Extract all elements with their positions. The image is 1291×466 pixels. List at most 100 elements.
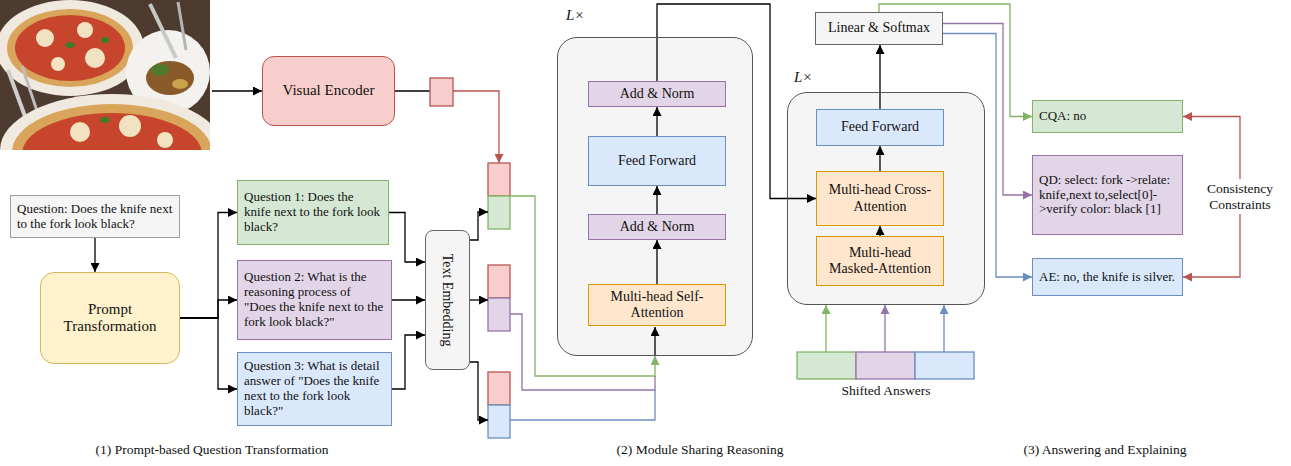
photo-detail bbox=[12, 104, 210, 150]
answer-box: CQA: no bbox=[1032, 100, 1183, 133]
question-box: Question 3: What is detail answer of "Do… bbox=[237, 352, 392, 426]
connector bbox=[879, 146, 880, 171]
section-caption: (2) Module Sharing Reasoning bbox=[580, 442, 820, 458]
answer-arrow bbox=[825, 305, 826, 352]
connector bbox=[879, 226, 880, 236]
stack-fill bbox=[558, 38, 752, 355]
attention-box: Multi-head Cross-Attention bbox=[816, 171, 944, 226]
answer-box: AE: no, the knife is silver. bbox=[1032, 258, 1183, 296]
connector bbox=[180, 213, 237, 319]
photo-detail bbox=[77, 22, 93, 38]
box-text: Text Embedding bbox=[439, 254, 455, 347]
answer-arrow bbox=[884, 305, 885, 352]
photo-detail bbox=[157, 132, 173, 148]
photo-detail bbox=[22, 113, 202, 150]
photo-detail bbox=[65, 42, 75, 48]
box-text: Question 1: Does the knife next to the f… bbox=[244, 190, 382, 235]
photo-detail bbox=[15, 15, 125, 81]
stack-fill bbox=[788, 93, 984, 304]
box-text: Add & Norm bbox=[595, 86, 719, 102]
connector bbox=[180, 300, 237, 318]
norm-box: Add & Norm bbox=[588, 214, 726, 240]
box-text: Linear & Softmax bbox=[822, 20, 936, 36]
label-holder: (2) Module Sharing Reasoning bbox=[580, 442, 820, 458]
photo-detail bbox=[70, 122, 90, 142]
edge-label-holder: Consistency Constraints bbox=[1194, 179, 1286, 214]
visual-token bbox=[430, 78, 453, 106]
answer-arrow bbox=[943, 305, 944, 352]
section-caption: (3) Answering and Explaining bbox=[985, 442, 1225, 458]
box-text: Multi-head Cross-Attention bbox=[823, 182, 937, 214]
connector bbox=[656, 186, 657, 214]
photo-detail bbox=[0, 94, 210, 150]
connector bbox=[943, 24, 1032, 196]
section-caption: (1) Prompt-based Question Transformation bbox=[57, 442, 367, 458]
photo-detail bbox=[178, 2, 186, 50]
encoder-stack: L×Add & NormFeed ForwardAdd & NormMulti-… bbox=[557, 37, 753, 356]
prompt-box: Prompt Transformation bbox=[40, 272, 180, 364]
embedding-arrow bbox=[470, 299, 488, 300]
answer-token bbox=[797, 352, 856, 379]
norm-box: Add & Norm bbox=[588, 81, 726, 107]
photo-detail bbox=[146, 61, 194, 95]
box-text: Add & Norm bbox=[595, 219, 719, 235]
answer-box: QD: select: fork ->relate: knife,next to… bbox=[1032, 155, 1183, 235]
label-holder: Shifted Answers bbox=[811, 383, 961, 399]
box-text: Question: Does the knife next to the for… bbox=[17, 202, 173, 232]
connector bbox=[392, 299, 425, 300]
connector bbox=[389, 213, 425, 263]
box-text: Question 3: What is detail answer of "Do… bbox=[244, 359, 385, 419]
answer-token bbox=[856, 352, 915, 379]
box-text: Prompt Transformation bbox=[47, 301, 173, 336]
embedding-arrow bbox=[470, 362, 488, 420]
label-holder: (1) Prompt-based Question Transformation bbox=[57, 442, 367, 458]
image-arrow bbox=[212, 90, 262, 91]
feedforward-box: Feed Forward bbox=[588, 136, 726, 186]
visual-token bbox=[488, 265, 510, 298]
visual-token bbox=[488, 372, 510, 405]
input-arrow bbox=[654, 327, 655, 356]
connector bbox=[180, 318, 237, 389]
photo-detail bbox=[36, 29, 54, 47]
stack-label: L× bbox=[566, 7, 584, 24]
connector bbox=[656, 107, 657, 136]
photo-detail bbox=[119, 115, 141, 137]
attention-box: Multi-head Masked-Attention bbox=[816, 236, 944, 286]
feature-line bbox=[395, 90, 430, 91]
connector bbox=[94, 238, 95, 272]
photo-detail bbox=[51, 57, 65, 71]
box-text: QD: select: fork ->relate: knife,next to… bbox=[1039, 173, 1176, 218]
text-token bbox=[488, 298, 510, 331]
text-token bbox=[488, 196, 510, 229]
photo-detail bbox=[85, 48, 105, 68]
box-text: Multi-head Self-Attention bbox=[595, 289, 719, 321]
text-token bbox=[488, 405, 510, 438]
box-text: Multi-head Masked-Attention bbox=[823, 245, 937, 277]
token-line bbox=[510, 390, 655, 420]
photo-detail bbox=[172, 79, 188, 89]
softmax-box: Linear & Softmax bbox=[815, 12, 943, 45]
box-text: Feed Forward bbox=[595, 153, 719, 169]
question-box: Question 2: What is the reasoning proces… bbox=[237, 260, 392, 340]
answer-token bbox=[915, 352, 974, 379]
pizza-photo bbox=[0, 0, 210, 150]
question-box: Question 1: Does the knife next to the f… bbox=[237, 180, 389, 245]
photo-detail bbox=[101, 37, 109, 43]
visual-token bbox=[488, 163, 510, 196]
decoder-stack: L×Feed ForwardMulti-head Cross-Attention… bbox=[787, 92, 985, 305]
box-text: Feed Forward bbox=[823, 119, 937, 135]
photo-detail bbox=[151, 64, 169, 76]
photo-detail bbox=[0, 0, 144, 96]
box-text: Question 2: What is the reasoning proces… bbox=[244, 270, 385, 330]
connector bbox=[392, 335, 425, 389]
visual-token-arrow bbox=[453, 91, 499, 163]
embedding-arrow bbox=[470, 212, 488, 240]
photo-detail bbox=[150, 4, 176, 58]
box-text: AE: no, the knife is silver. bbox=[1039, 270, 1176, 285]
encoder-box: Visual Encoder bbox=[262, 56, 395, 126]
sequence-label: Shifted Answers bbox=[811, 383, 961, 399]
box-text: CQA: no bbox=[1039, 109, 1176, 124]
label-holder: (3) Answering and Explaining bbox=[985, 442, 1225, 458]
stack-label: L× bbox=[794, 69, 812, 86]
